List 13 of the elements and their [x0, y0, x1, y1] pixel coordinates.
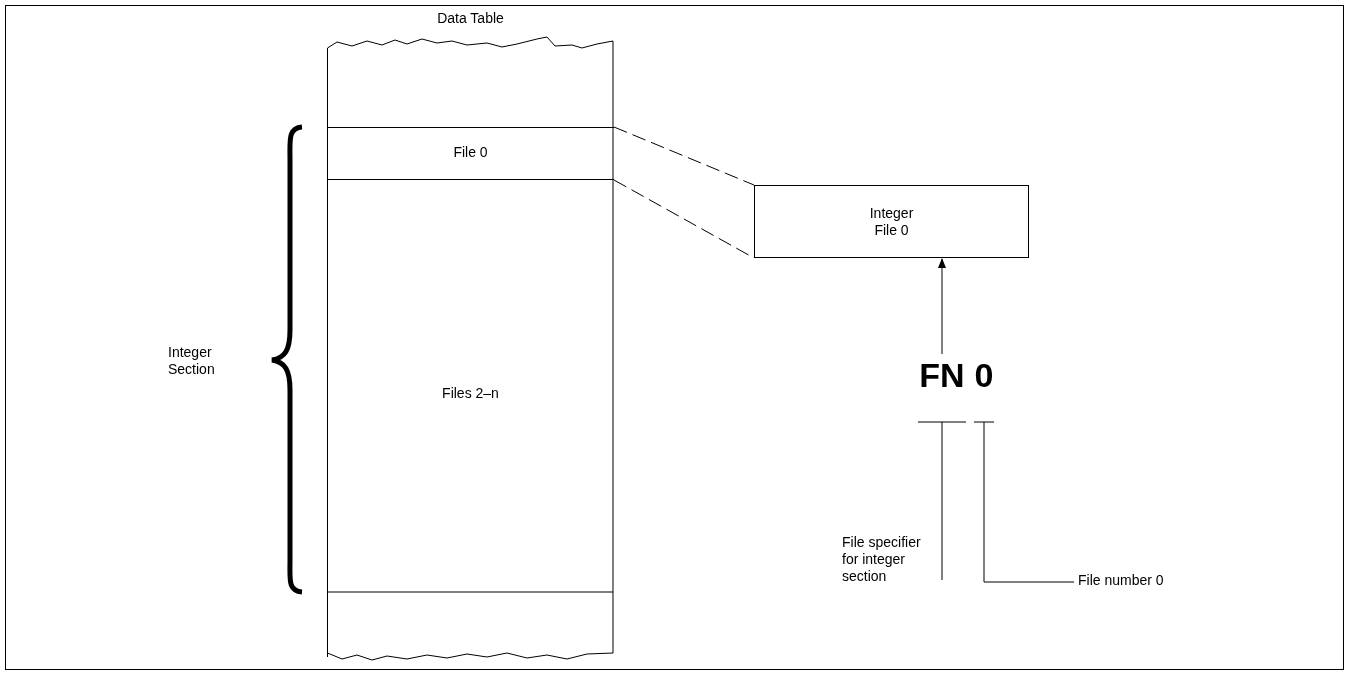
file-row: Files 2–n: [327, 180, 614, 592]
arrow: [938, 258, 946, 355]
annotation-text: File number 0: [1078, 572, 1188, 590]
section-label: Integer Section: [168, 344, 216, 378]
file-specifier-text: FN: [916, 356, 968, 394]
connector-line: [613, 126, 755, 186]
leader-line: [973, 421, 1075, 583]
annotation-text: File specifier for integer section: [842, 534, 932, 588]
leader-line: [917, 421, 967, 581]
table-title: Data Table: [436, 10, 505, 27]
file-number-text: 0: [972, 356, 996, 394]
file-box: Integer File 0: [754, 185, 1029, 258]
file-row: File 0: [327, 127, 614, 180]
